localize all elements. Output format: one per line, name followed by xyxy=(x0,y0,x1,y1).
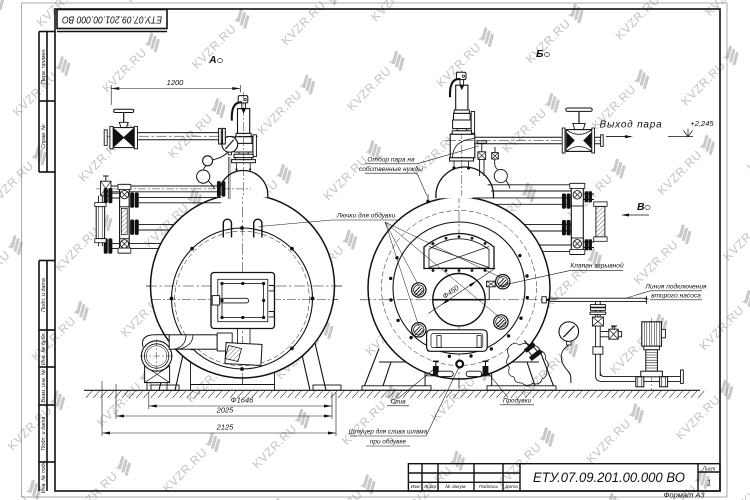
svg-text:Лист: Лист xyxy=(702,467,716,473)
svg-text:Справ. №: Справ. № xyxy=(41,124,47,149)
svg-text:Подп. и дата: Подп. и дата xyxy=(41,278,47,312)
svg-text:Линия подключения: Линия подключения xyxy=(644,283,707,291)
svg-text:Взам. инв. №: Взам. инв. № xyxy=(41,369,47,403)
svg-text:KVZR.RU: KVZR.RU xyxy=(678,58,728,108)
svg-text:KVZR.RU: KVZR.RU xyxy=(613,0,663,43)
svg-text:Лючки для обдувки: Лючки для обдувки xyxy=(336,212,396,220)
svg-text:2025: 2025 xyxy=(216,406,235,415)
svg-text:Б: Б xyxy=(536,48,544,60)
svg-text:Клапан взрывной: Клапан взрывной xyxy=(570,262,624,270)
svg-text:Выход пара: Выход пара xyxy=(600,120,663,131)
svg-text:Инв. № дубл.: Инв. № дубл. xyxy=(41,332,47,365)
svg-text:ЕТУ.07.09.201.00.000 ВО: ЕТУ.07.09.201.00.000 ВО xyxy=(533,470,685,485)
svg-text:Продувки: Продувки xyxy=(503,397,532,405)
svg-text:Инв. № подл.: Инв. № подл. xyxy=(41,460,47,493)
svg-text:KVZR.RU: KVZR.RU xyxy=(10,69,60,119)
svg-text:KVZR.RU: KVZR.RU xyxy=(739,458,750,500)
svg-text:KVZR.RU: KVZR.RU xyxy=(0,158,37,208)
svg-text:KVZR.RU: KVZR.RU xyxy=(160,445,210,495)
svg-text:KVZR.RU: KVZR.RU xyxy=(523,16,573,66)
svg-text:Подпись: Подпись xyxy=(479,484,499,490)
svg-text:KVZR.RU: KVZR.RU xyxy=(584,416,634,466)
svg-text:KVZR.RU: KVZR.RU xyxy=(52,224,102,274)
svg-text:KVZR.RU: KVZR.RU xyxy=(249,421,299,471)
svg-text:Ф1646: Ф1646 xyxy=(231,396,254,405)
svg-text:KVZR.RU: KVZR.RU xyxy=(428,374,478,424)
svg-text:при обдувке: при обдувке xyxy=(370,438,407,446)
svg-text:2125: 2125 xyxy=(216,423,235,432)
svg-text:второго насоса: второго насоса xyxy=(651,293,701,300)
svg-text:В: В xyxy=(637,201,645,213)
svg-text:KVZR.RU: KVZR.RU xyxy=(278,0,328,48)
svg-text:Дата: Дата xyxy=(504,484,518,490)
svg-text:Изм: Изм xyxy=(411,484,421,490)
svg-text:Перв. примен.: Перв. примен. xyxy=(41,48,47,84)
svg-text:KVZR.RU: KVZR.RU xyxy=(344,64,394,114)
svg-text:KVZR.RU: KVZR.RU xyxy=(655,148,705,198)
svg-text:собственные нужды: собственные нужды xyxy=(359,165,423,173)
svg-text:№ докум.: № докум. xyxy=(445,484,466,490)
svg-text:Формат А3: Формат А3 xyxy=(663,490,705,499)
svg-text:KVZR.RU: KVZR.RU xyxy=(720,213,750,263)
svg-text:А: А xyxy=(208,54,217,66)
svg-text:KVZR.RU: KVZR.RU xyxy=(368,0,418,24)
svg-text:KVZR.RU: KVZR.RU xyxy=(673,392,723,442)
svg-text:Подп. и дата: Подп. и дата xyxy=(41,417,47,451)
svg-text:KVZR.RU: KVZR.RU xyxy=(255,87,305,137)
svg-text:KVZR.RU: KVZR.RU xyxy=(165,111,215,161)
svg-text:ЕТУ.07.09.201.00.000 ВО: ЕТУ.07.09.201.00.000 ВО xyxy=(62,14,162,26)
svg-text:Лист: Лист xyxy=(423,484,436,490)
svg-text:KVZR.RU: KVZR.RU xyxy=(434,40,484,90)
svg-text:KVZR.RU: KVZR.RU xyxy=(744,124,750,174)
svg-text:KVZR.RU: KVZR.RU xyxy=(0,248,13,298)
svg-text:KVZR.RU: KVZR.RU xyxy=(499,106,549,156)
svg-text:1200: 1200 xyxy=(167,78,185,87)
svg-text:Отбор пара на: Отбор пара на xyxy=(367,156,415,164)
svg-text:1: 1 xyxy=(707,479,711,488)
svg-text:KVZR.RU: KVZR.RU xyxy=(697,303,747,353)
svg-text:+2,245: +2,245 xyxy=(690,119,714,128)
svg-text:KVZR.RU: KVZR.RU xyxy=(0,492,31,500)
svg-text:KVZR.RU: KVZR.RU xyxy=(29,313,79,363)
svg-text:Штуцер для слива шлама: Штуцер для слива шлама xyxy=(349,428,428,436)
svg-text:KVZR.RU: KVZR.RU xyxy=(100,45,150,95)
svg-text:KVZR.RU: KVZR.RU xyxy=(71,469,121,500)
svg-text:KVZR.RU: KVZR.RU xyxy=(321,153,371,203)
svg-text:Слив: Слив xyxy=(390,399,406,406)
svg-text:KVZR.RU: KVZR.RU xyxy=(631,237,681,287)
svg-text:KVZR.RU: KVZR.RU xyxy=(315,487,365,500)
